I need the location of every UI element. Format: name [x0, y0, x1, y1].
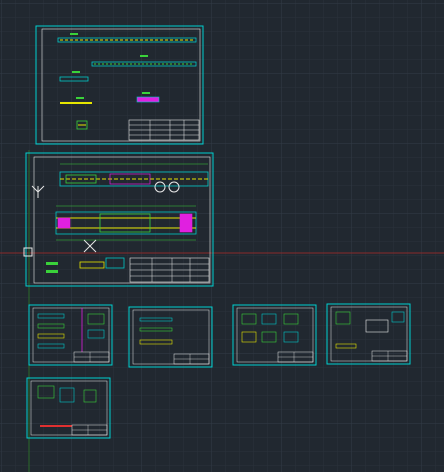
part-geometry	[87, 313, 105, 325]
part-geometry	[391, 311, 405, 323]
label-mark	[142, 92, 150, 94]
part-geometry	[79, 261, 105, 269]
chassis-plan-detail	[179, 213, 193, 233]
sheet-6[interactable]	[326, 303, 411, 365]
sheet-4[interactable]	[128, 306, 213, 368]
part-geometry	[37, 333, 65, 339]
chassis-detail	[65, 174, 97, 184]
part-geometry	[46, 270, 58, 273]
part-geometry	[76, 120, 88, 130]
sheet-frame	[326, 303, 411, 365]
title-block	[71, 424, 108, 436]
label-mark	[72, 71, 80, 73]
sheet-border-inner	[32, 307, 110, 363]
sheet-frame	[25, 152, 214, 287]
part-geometry	[139, 327, 173, 332]
sheet-border-inner	[330, 306, 408, 362]
part-geometry	[59, 387, 75, 403]
sheet-2[interactable]	[25, 152, 214, 287]
part-geometry	[59, 76, 89, 82]
part-geometry	[139, 317, 173, 322]
sheet-frame	[26, 377, 111, 439]
sheet-5[interactable]	[232, 304, 317, 366]
part-geometry	[46, 262, 58, 265]
label-mark	[70, 33, 78, 35]
part-geometry	[37, 323, 65, 329]
title-block	[371, 350, 408, 362]
sheet-border-inner	[132, 309, 210, 365]
part-geometry	[335, 343, 357, 349]
beam-geometry	[91, 61, 197, 67]
title-block	[173, 353, 210, 365]
sheet-7[interactable]	[26, 377, 111, 439]
pick-box	[23, 247, 33, 257]
part-geometry	[136, 96, 160, 103]
beam-geometry	[57, 37, 197, 43]
part-geometry	[37, 313, 65, 319]
sheet-border-inner	[30, 380, 108, 436]
sheet-border-inner	[41, 28, 201, 142]
chassis-plan	[55, 211, 197, 235]
sheet-frame	[128, 306, 213, 368]
chassis-plan-detail	[99, 213, 151, 233]
wheel	[154, 181, 166, 193]
title-block	[128, 119, 200, 141]
sheet-border-inner	[236, 307, 314, 363]
part-geometry	[83, 389, 97, 403]
part-geometry	[365, 319, 389, 333]
part-geometry	[37, 385, 55, 399]
crosshair-cursor-icon	[83, 239, 97, 253]
sheet-frame	[35, 25, 204, 145]
label-mark	[76, 97, 84, 99]
part-geometry	[335, 311, 351, 325]
sheet-3[interactable]	[28, 304, 113, 366]
chassis-detail	[109, 173, 151, 185]
part-geometry	[283, 331, 299, 343]
title-block	[73, 351, 110, 363]
part-geometry	[37, 343, 65, 349]
label-mark	[140, 55, 148, 57]
part-geometry	[105, 257, 125, 269]
sheet-1[interactable]	[35, 25, 204, 145]
part-geometry	[261, 313, 277, 325]
chassis-plan-detail	[57, 217, 71, 229]
part-geometry	[283, 313, 299, 325]
part-geometry	[241, 313, 257, 325]
wheel	[168, 181, 180, 193]
sheet-frame	[232, 304, 317, 366]
part-geometry	[139, 339, 173, 345]
part-geometry	[261, 331, 277, 343]
part-geometry	[87, 329, 105, 339]
sheet-frame	[28, 304, 113, 366]
sheet-border-inner	[33, 156, 211, 284]
ucs-icon	[31, 185, 45, 198]
title-block	[277, 351, 314, 363]
title-block	[129, 257, 210, 283]
part-geometry	[241, 331, 257, 343]
